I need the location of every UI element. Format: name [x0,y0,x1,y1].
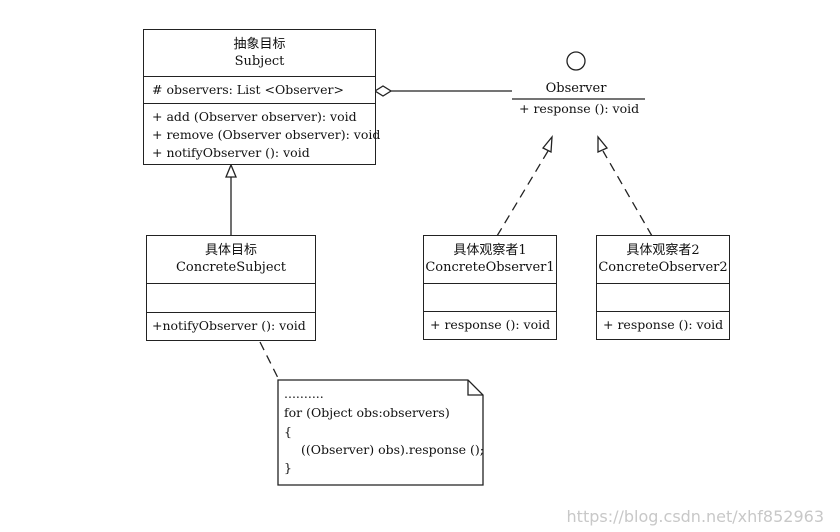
class-concrete-observer-1: 具体观察者1 ConcreteObserver1 + response (): … [423,235,557,340]
concrete-subject-operation-section: +notifyObserver (): void [147,312,315,335]
concrete-observer-1-operation-section: + response (): void [424,311,556,334]
note-line-2: for (Object obs:observers) [284,405,450,420]
realization-arrow-2 [597,135,609,154]
interface-circle [566,51,586,71]
note-line-5: } [284,460,292,475]
note-fold [467,380,483,396]
concrete-observer-1-name-en: ConcreteObserver1 [425,260,555,275]
class-concrete-observer-2: 具体观察者2 ConcreteObserver2 + response (): … [596,235,730,340]
subject-operation-add: + add (Observer observer): void [152,109,357,124]
realization-line-2 [602,150,653,237]
concrete-subject-name-cn: 具体目标 [204,243,257,258]
concrete-observer-1-operation: + response (): void [430,317,551,332]
note-line-3: { [284,424,292,439]
concrete-observer-1-name-cn: 具体观察者1 [453,243,527,258]
note-anchor-line [259,341,281,383]
aggregation-diamond [373,85,393,97]
concrete-subject-attribute-section [147,283,315,312]
concrete-observer-1-attribute-section [424,283,556,311]
subject-name-cn: 抽象目标 [233,37,286,52]
subject-operation-remove: + remove (Observer observer): void [152,127,381,142]
note-line-4: ((Observer) obs).response (); [301,442,484,457]
generalization-arrow [225,163,237,178]
concrete-subject-operation: +notifyObserver (): void [152,318,306,333]
subject-operation-section: + add (Observer observer): void + remove… [144,103,381,162]
realization-arrow-1 [541,135,553,154]
concrete-observer-2-operation-section: + response (): void [597,311,729,334]
concrete-subject-name-section: 具体目标 ConcreteSubject [147,236,315,283]
subject-operation-notify: + notifyObserver (): void [152,145,310,160]
concrete-observer-1-name-section: 具体观察者1 ConcreteObserver1 [424,236,556,283]
subject-attribute-section: # observers: List <Observer> [144,76,375,103]
class-subject: 抽象目标 Subject # observers: List <Observer… [143,29,381,165]
concrete-observer-2-operation: + response (): void [603,317,724,332]
observer-operation: + response (): void [519,101,640,116]
observer-name: Observer [545,81,607,96]
subject-name-en: Subject [234,54,285,69]
concrete-observer-2-name-cn: 具体观察者2 [626,243,700,258]
class-concrete-subject: 具体目标 ConcreteSubject +notifyObserver ():… [146,235,316,341]
concrete-observer-2-name-en: ConcreteObserver2 [598,260,728,275]
watermark: https://blog.csdn.net/xhf852963 [566,507,824,526]
concrete-observer-2-attribute-section [597,283,729,311]
concrete-observer-2-name-section: 具体观察者2 ConcreteObserver2 [597,236,729,283]
subject-name-section: 抽象目标 Subject [144,30,375,76]
note-line-1: .......... [284,386,324,401]
note-shape [277,379,484,486]
concrete-subject-name-en: ConcreteSubject [175,260,287,275]
realization-line-1 [496,150,549,237]
subject-attribute: # observers: List <Observer> [152,82,344,97]
